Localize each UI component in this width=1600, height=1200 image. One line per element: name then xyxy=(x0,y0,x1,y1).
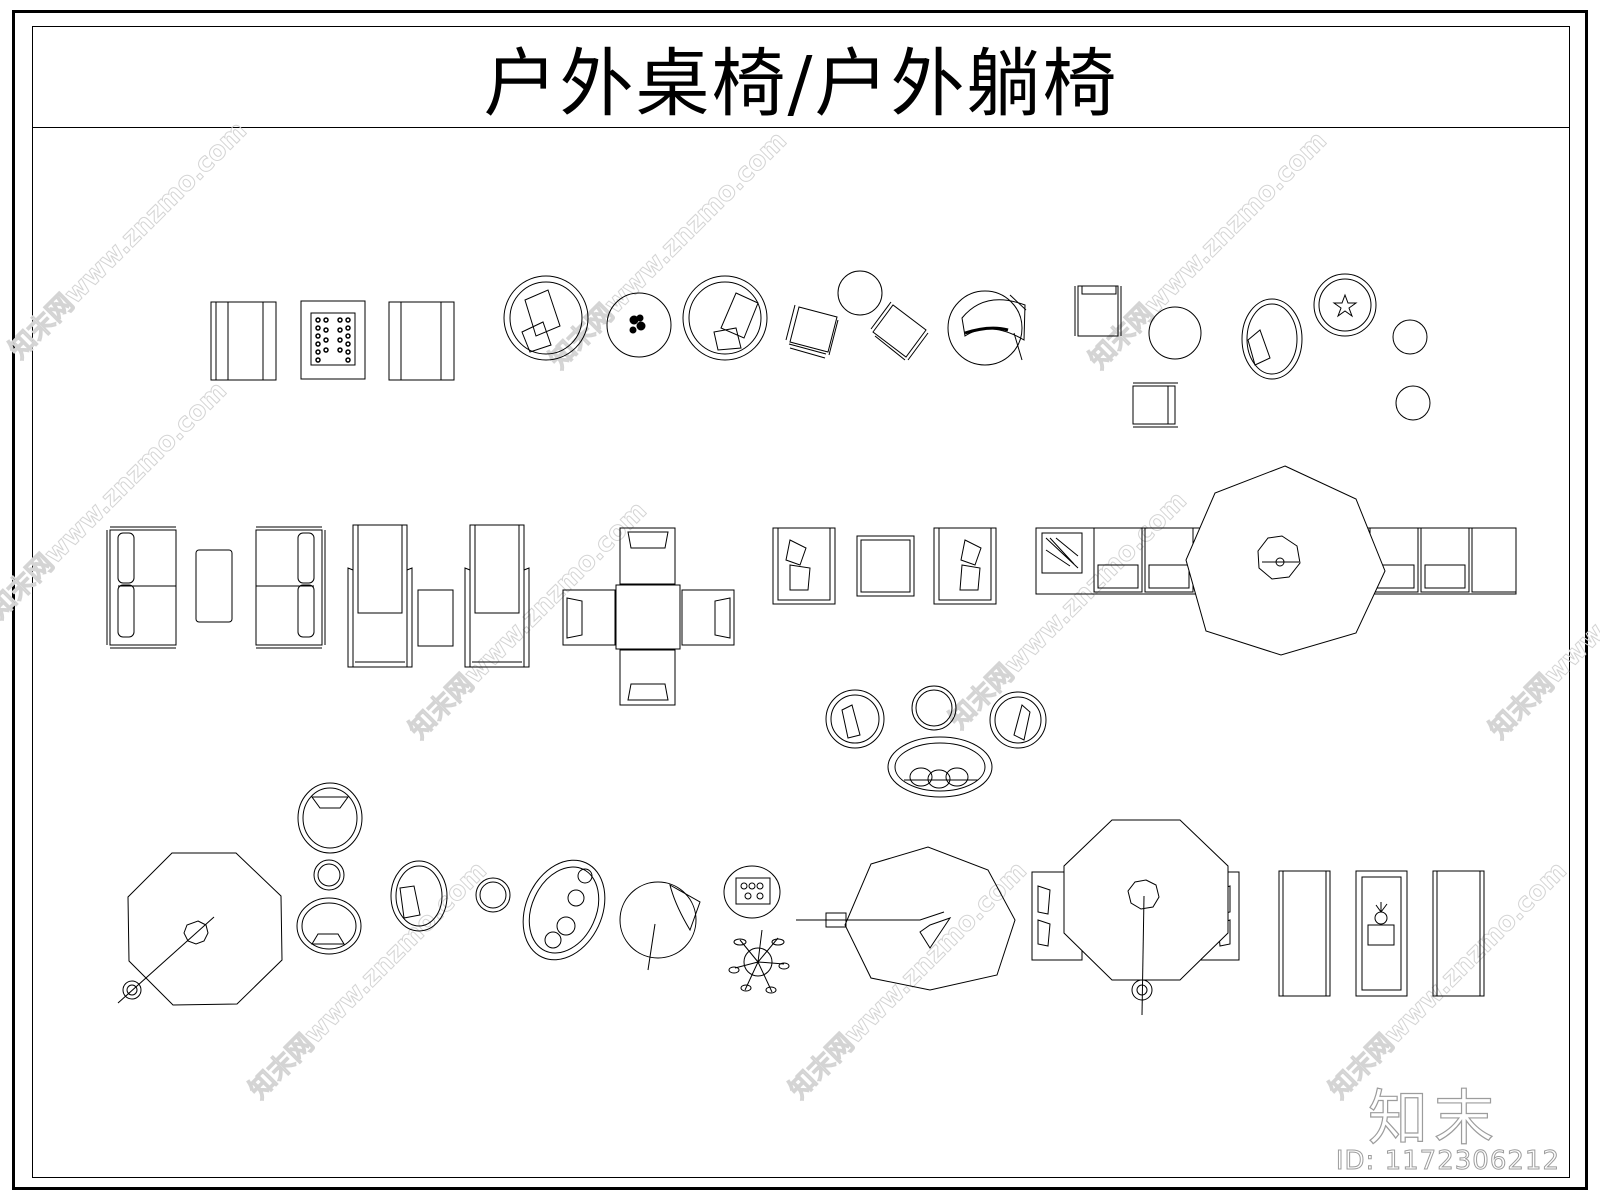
round-coffee-table xyxy=(1148,306,1202,360)
loveseat-left xyxy=(106,526,177,649)
side-table-square xyxy=(300,300,366,380)
watermark-text: 知末网www.znzmo.com xyxy=(4,116,253,365)
tilted-armchair xyxy=(785,304,839,359)
sun-lounger xyxy=(464,524,530,668)
armchair-cushion-left xyxy=(772,527,836,605)
round-chair-bottom xyxy=(296,897,362,955)
lounge-set-round-chairs xyxy=(825,685,1047,798)
watermark-text: 知末网www.znzmo.com xyxy=(1484,496,1600,745)
hanging-egg-chair xyxy=(522,859,606,961)
title-band: 户外桌椅/户外躺椅 xyxy=(32,26,1570,128)
egg-chair xyxy=(1241,298,1303,380)
egg-chair-row3 xyxy=(390,860,448,932)
watermark-text: 知末网www.znzmo.com xyxy=(0,376,233,625)
sofa-octagon-umbrella xyxy=(1031,819,1240,1016)
drawing-frame-inner xyxy=(32,26,1570,1178)
watermark-text: 知末网www.znzmo.com xyxy=(244,856,493,1105)
image-id-label: ID: 1172306212 xyxy=(1335,1146,1560,1177)
lounger-side-table-plant xyxy=(1355,870,1408,997)
octagon-umbrella-left xyxy=(117,852,283,1006)
round-lounge-chair xyxy=(682,275,768,361)
round-side-table-row3 xyxy=(475,877,511,913)
round-stool-small xyxy=(313,859,345,891)
armchair-right xyxy=(388,301,455,381)
round-chair-top xyxy=(297,782,363,854)
sun-lounger xyxy=(347,524,413,668)
watermark-text: 知末网www.znzmo.com xyxy=(944,486,1193,735)
armchair-left xyxy=(210,301,277,381)
rectangular-coffee-table xyxy=(195,549,233,623)
watermark-text: 知末网www.znzmo.com xyxy=(1084,126,1333,375)
drawing-title: 户外桌椅/户外躺椅 xyxy=(483,41,1119,127)
watermark-text: 知末网www.znzmo.com xyxy=(784,856,1033,1105)
lounger-side-table xyxy=(417,589,454,647)
dining-set-four-chairs xyxy=(562,527,735,706)
round-side-table-plant xyxy=(606,292,672,358)
brand-logo: 知末 xyxy=(1367,1083,1500,1154)
small-armchair xyxy=(1132,382,1178,428)
cantilever-umbrella xyxy=(796,846,1016,991)
round-chair-pole xyxy=(619,881,701,971)
round-side-table xyxy=(837,270,883,316)
lounger-pair-left xyxy=(1278,870,1331,997)
loveseat-right xyxy=(255,526,326,649)
armchair-cushion-right xyxy=(933,527,997,605)
egg-chair xyxy=(947,290,1027,366)
small-table-decor xyxy=(723,865,781,919)
watermark-text: 知末网www.znzmo.com xyxy=(1324,856,1573,1105)
lounger-pair-right xyxy=(1432,870,1485,997)
sectional-sofa-umbrella xyxy=(1035,465,1517,656)
potted-plant xyxy=(728,929,790,994)
small-armchair xyxy=(1074,285,1122,337)
square-side-table xyxy=(856,535,915,597)
tilted-armchair xyxy=(870,301,929,361)
drawing-frame-outer xyxy=(12,10,1588,1190)
round-table-flower xyxy=(1313,273,1377,337)
round-stool xyxy=(1392,319,1428,355)
round-stool xyxy=(1395,385,1431,421)
round-lounge-chair xyxy=(503,275,589,361)
